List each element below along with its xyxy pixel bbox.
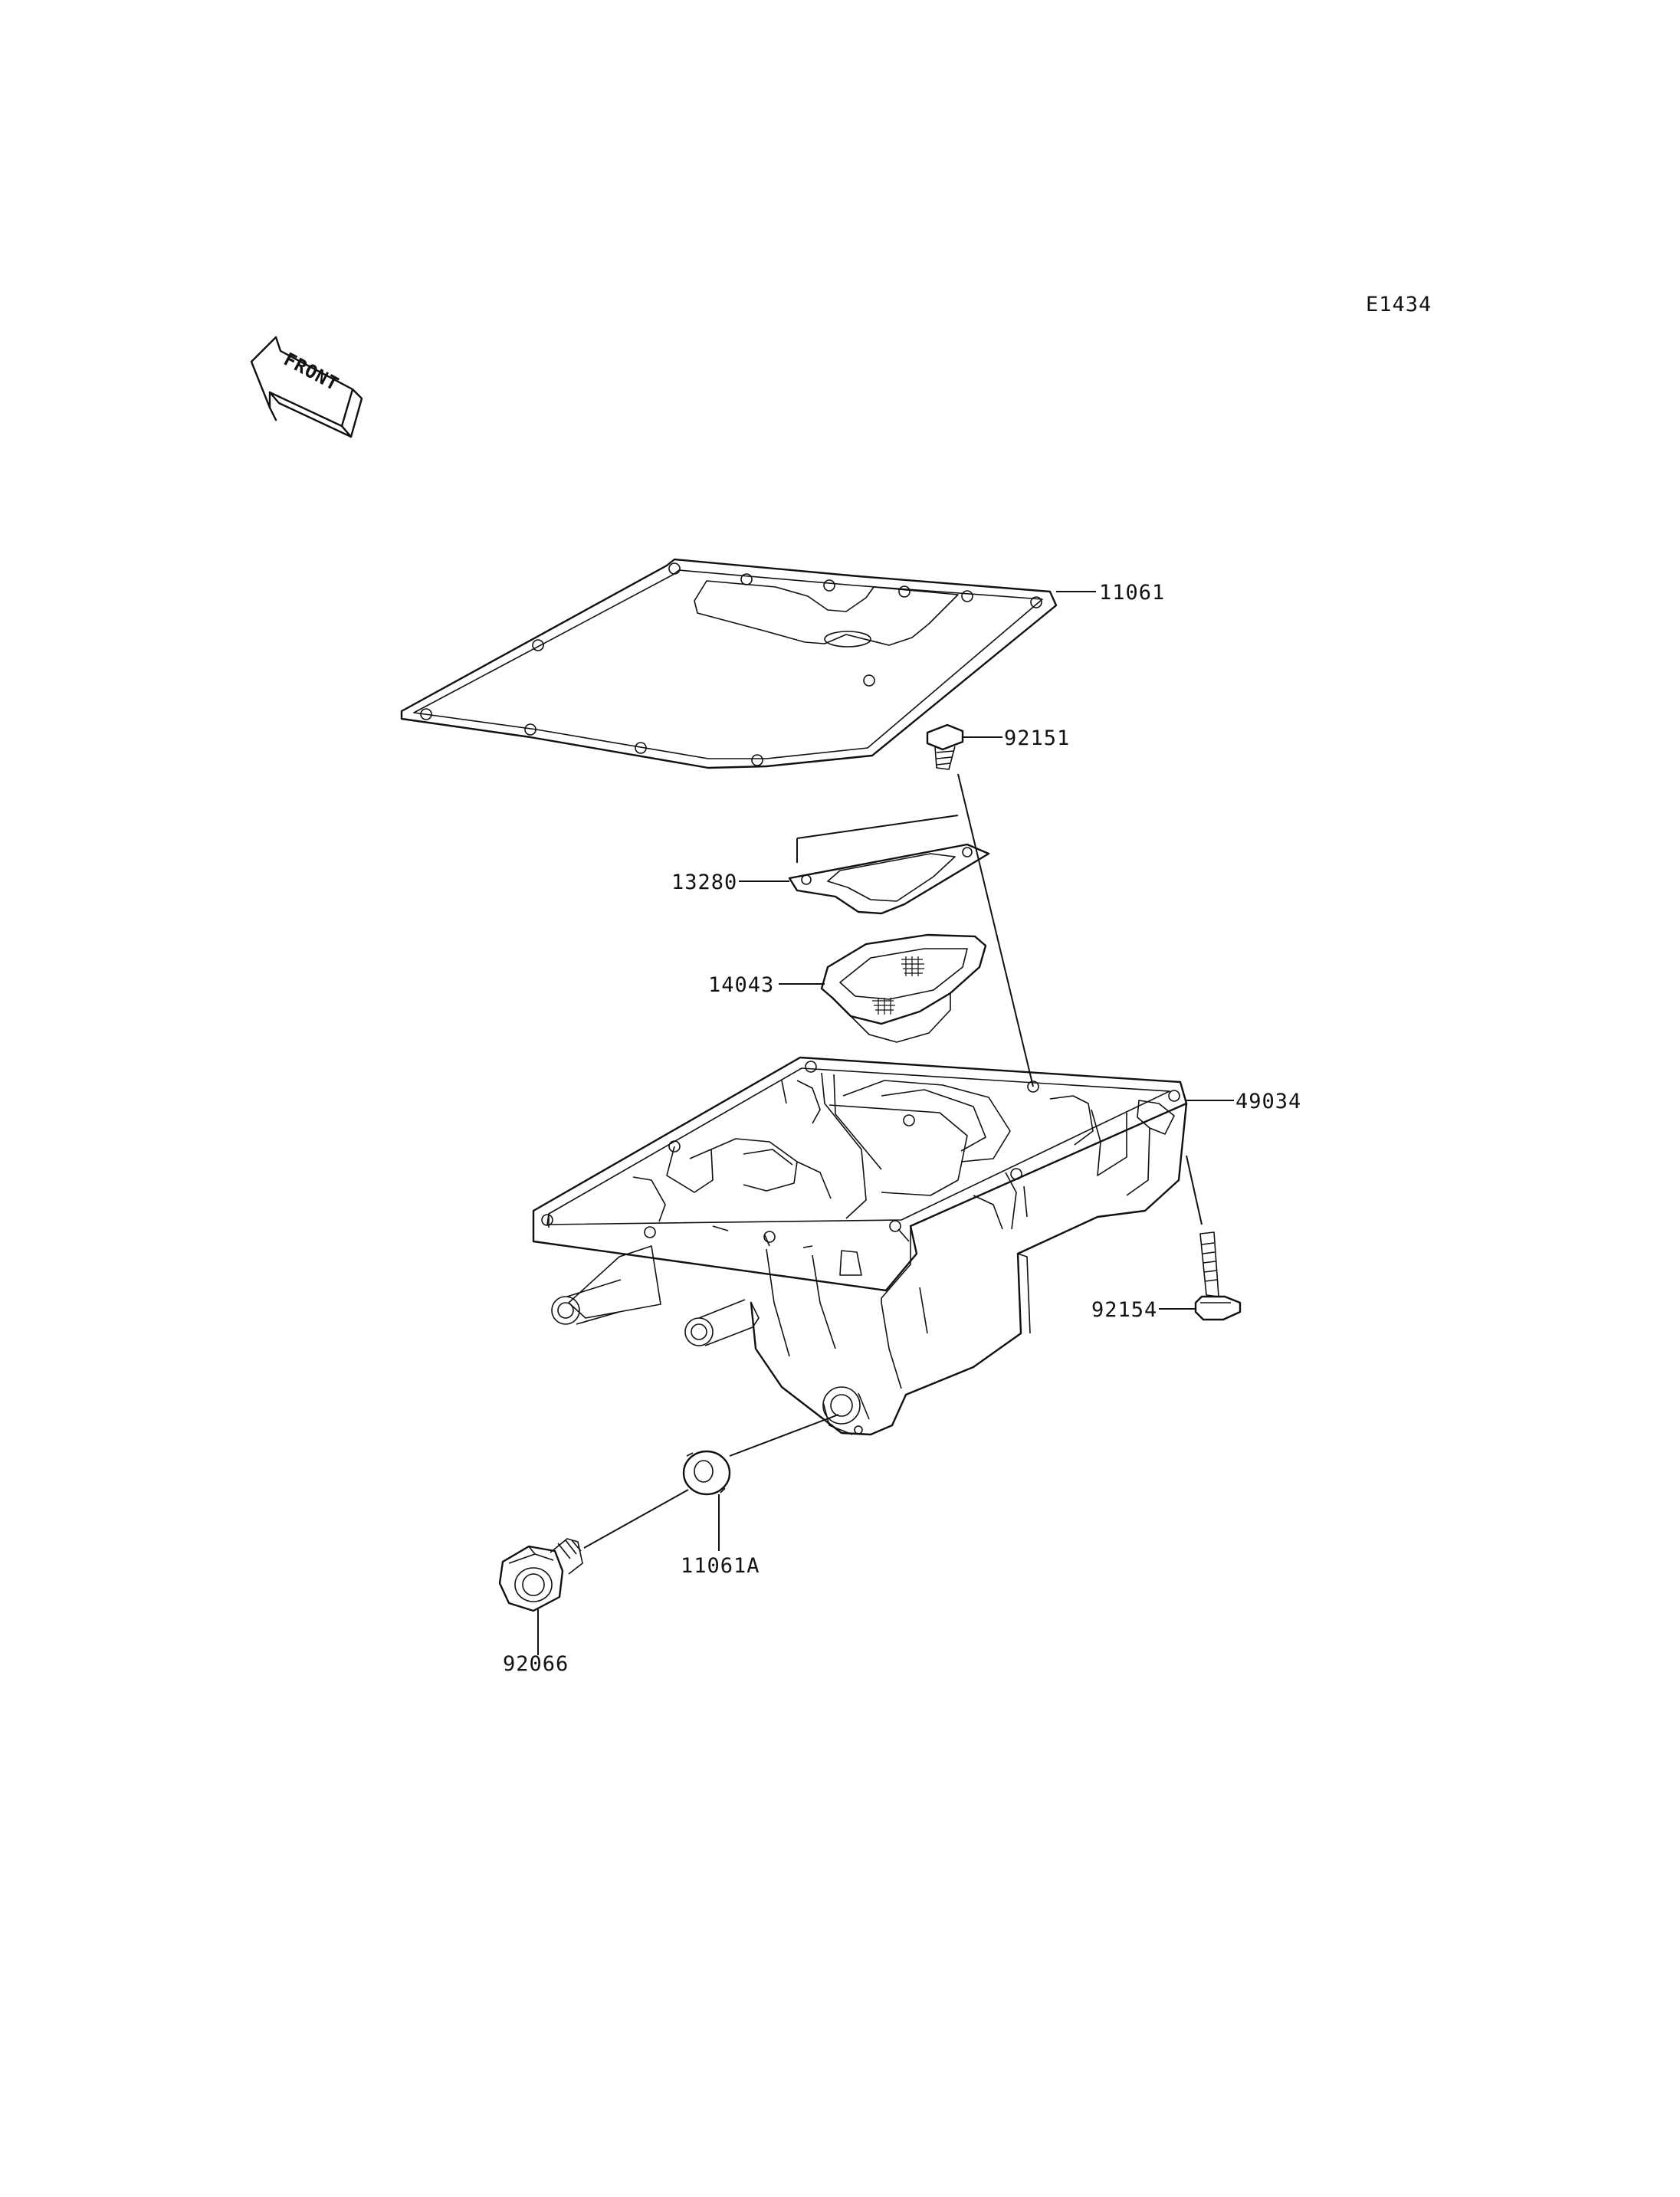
bolt-pan-drawing bbox=[1194, 1231, 1242, 1321]
label-92066: 92066 bbox=[503, 1652, 569, 1676]
oil-pan-drawing bbox=[532, 1056, 1188, 1436]
bolt-strainer-drawing bbox=[926, 723, 964, 770]
label-13280: 13280 bbox=[671, 871, 737, 894]
label-11061A: 11061A bbox=[681, 1554, 760, 1578]
label-14043: 14043 bbox=[708, 973, 774, 997]
gasket-top-drawing bbox=[400, 558, 1058, 769]
label-11061: 11061 bbox=[1099, 581, 1165, 605]
label-92151: 92151 bbox=[1004, 726, 1070, 750]
diagram-code: E1434 bbox=[1366, 293, 1432, 316]
front-arrow-icon: FRONT bbox=[250, 336, 363, 438]
drain-plug-drawing bbox=[498, 1538, 583, 1612]
label-92154: 92154 bbox=[1091, 1298, 1157, 1322]
oil-strainer-drawing bbox=[820, 933, 987, 1043]
front-label: FRONT bbox=[281, 349, 343, 395]
washer-drawing bbox=[682, 1450, 731, 1496]
gasket-strainer-drawing bbox=[788, 843, 990, 915]
label-49034: 49034 bbox=[1235, 1090, 1301, 1113]
